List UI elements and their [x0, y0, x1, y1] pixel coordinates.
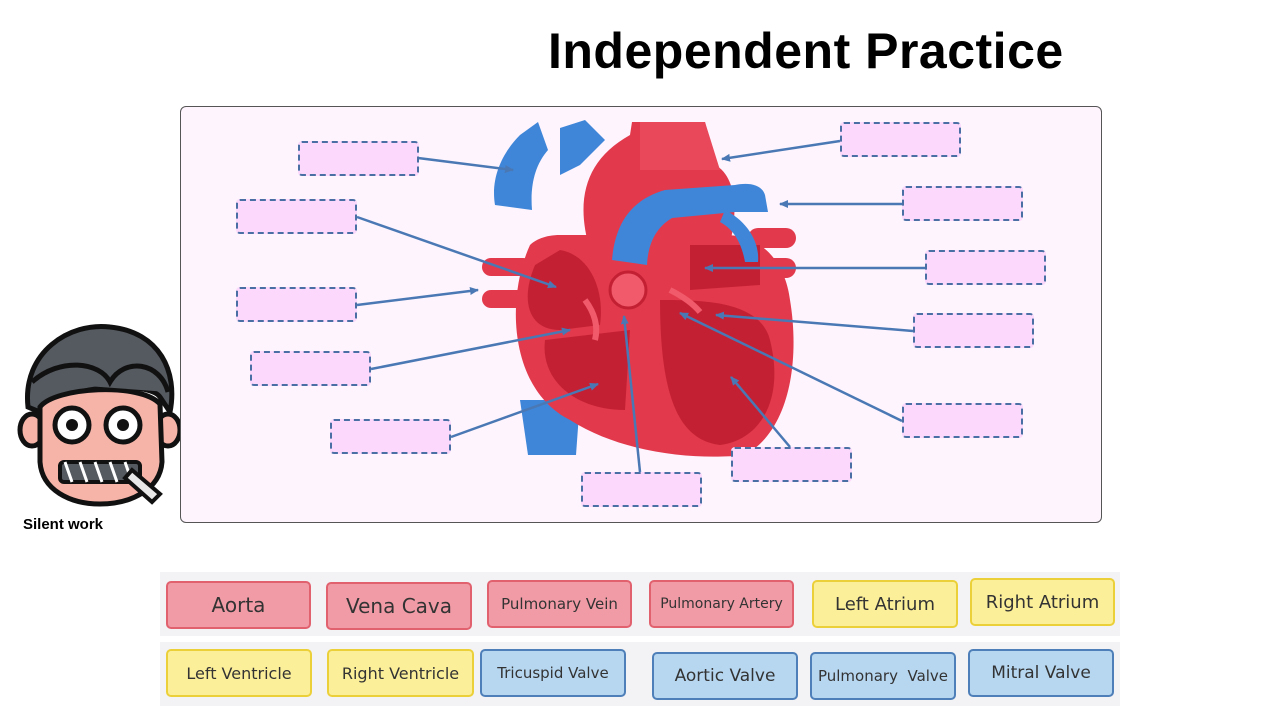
label-drop-box[interactable]	[731, 447, 852, 482]
label-drop-box[interactable]	[250, 351, 371, 386]
word-tile-aorta[interactable]: Aorta	[166, 581, 311, 629]
word-tile-vena-cava[interactable]: Vena Cava	[326, 582, 472, 630]
word-bank-background	[160, 572, 1120, 636]
label-drop-box[interactable]	[236, 199, 357, 234]
word-tile-pulmonary-artery[interactable]: Pulmonary Artery	[649, 580, 794, 628]
mascot-caption: Silent work	[23, 516, 104, 533]
label-drop-box[interactable]	[840, 122, 961, 157]
word-tile-right-atrium[interactable]: Right Atrium	[970, 578, 1115, 626]
label-drop-box[interactable]	[236, 287, 357, 322]
word-bank-background	[160, 642, 1120, 706]
word-tile-left-atrium[interactable]: Left Atrium	[812, 580, 958, 628]
word-tile-mitral-valve[interactable]: Mitral Valve	[968, 649, 1114, 697]
page-title: Independent Practice	[548, 23, 1064, 79]
label-drop-box[interactable]	[902, 186, 1023, 221]
word-tile-tricuspid-valve[interactable]: Tricuspid Valve	[480, 649, 626, 697]
label-drop-box[interactable]	[925, 250, 1046, 285]
word-tile-pulmonary-valve[interactable]: Pulmonary Valve	[810, 652, 956, 700]
label-drop-box[interactable]	[330, 419, 451, 454]
label-drop-box[interactable]	[913, 313, 1034, 348]
word-tile-aortic-valve[interactable]: Aortic Valve	[652, 652, 798, 700]
label-drop-box[interactable]	[298, 141, 419, 176]
label-drop-box[interactable]	[902, 403, 1023, 438]
zipped-mouth-boy-icon	[17, 323, 180, 507]
word-tile-left-ventricle[interactable]: Left Ventricle	[166, 649, 312, 697]
word-tile-right-ventricle[interactable]: Right Ventricle	[327, 649, 474, 697]
word-tile-pulmonary-vein[interactable]: Pulmonary Vein	[487, 580, 632, 628]
label-drop-box[interactable]	[581, 472, 702, 507]
